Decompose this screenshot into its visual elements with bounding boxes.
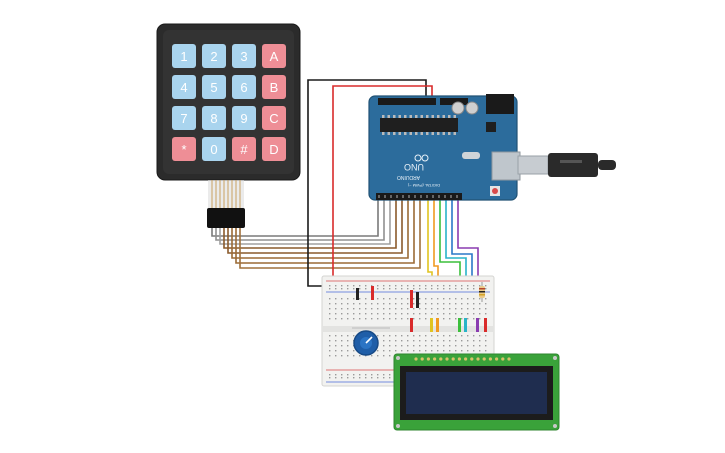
key-label: 7 (180, 111, 187, 126)
keypad[interactable]: 1 2 3 A 4 5 6 B 7 8 9 C * 0 # D (156, 23, 301, 228)
jumper-red-2[interactable] (410, 290, 413, 308)
key-label: C (269, 111, 278, 126)
key-4[interactable]: 4 (172, 75, 196, 99)
key-label: 5 (210, 80, 217, 95)
regulator (486, 122, 496, 132)
wire-keypad-5[interactable] (227, 200, 403, 254)
keypad-connector[interactable] (207, 208, 245, 228)
jumper-green-2[interactable] (458, 318, 461, 332)
key-label: 4 (180, 80, 187, 95)
key-label: 6 (240, 80, 247, 95)
wire-keypad-8[interactable] (239, 200, 421, 269)
lcd-mount-hole-tl (396, 356, 400, 360)
jumper-black-1[interactable] (356, 288, 359, 300)
lcd-mount-hole-br (553, 424, 557, 428)
jumper-black-2[interactable] (416, 292, 419, 308)
key-label: 9 (240, 111, 247, 126)
key-5[interactable]: 5 (202, 75, 226, 99)
arduino-uno[interactable]: UNO ARDUINO DIGITAL (PWM ~) (368, 94, 521, 201)
arduino-model: UNO (404, 162, 424, 172)
usb-port[interactable] (491, 151, 521, 181)
crystal (462, 152, 480, 159)
jumper-yellow-2[interactable] (430, 318, 433, 332)
jumper-red-1[interactable] (371, 286, 374, 300)
power-jack[interactable] (486, 94, 514, 114)
key-c[interactable]: C (262, 106, 286, 130)
lcd-mount-hole-tr (553, 356, 557, 360)
key-label: 0 (210, 142, 217, 157)
lcd-16x2[interactable] (393, 353, 560, 431)
jumper-cyan-2[interactable] (464, 318, 467, 332)
header-aref[interactable] (440, 98, 468, 105)
arduino-infinity-icon (414, 154, 422, 162)
usb-cable[interactable] (517, 153, 616, 177)
key-label: * (181, 142, 186, 157)
header-digital-top[interactable] (378, 98, 436, 105)
key-star[interactable]: * (172, 137, 196, 161)
key-label: 3 (240, 49, 247, 64)
key-label: 2 (210, 49, 217, 64)
wire-lcd-purple[interactable] (457, 200, 479, 300)
wire-keypad-1[interactable] (211, 200, 379, 237)
key-hash[interactable]: # (232, 137, 256, 161)
key-label: A (270, 49, 279, 64)
key-label: 1 (180, 49, 187, 64)
wire-keypad-6[interactable] (231, 200, 409, 259)
keypad-ribbon (207, 180, 245, 228)
resistor[interactable] (479, 282, 485, 302)
key-label: B (270, 80, 279, 95)
key-6[interactable]: 6 (232, 75, 256, 99)
capacitor-2 (465, 101, 479, 115)
key-8[interactable]: 8 (202, 106, 226, 130)
key-7[interactable]: 7 (172, 106, 196, 130)
jumper-red-4[interactable] (484, 318, 487, 332)
key-d[interactable]: D (262, 137, 286, 161)
key-label: 8 (210, 111, 217, 126)
jumper-red-3[interactable] (410, 318, 413, 332)
key-9[interactable]: 9 (232, 106, 256, 130)
key-a[interactable]: A (262, 44, 286, 68)
wire-keypad-4[interactable] (223, 200, 397, 249)
jumper-orange-2[interactable] (436, 318, 439, 332)
lcd-screen (406, 372, 547, 414)
keypad-keys: 1 2 3 A 4 5 6 B 7 8 9 C * 0 # D (172, 44, 286, 161)
key-0[interactable]: 0 (202, 137, 226, 161)
header-digital-bottom[interactable] (376, 193, 462, 200)
wire-keypad-3[interactable] (219, 200, 391, 245)
key-b[interactable]: B (262, 75, 286, 99)
wire-5v-red[interactable] (332, 85, 433, 283)
capacitor-1 (451, 101, 465, 115)
key-label: # (240, 142, 248, 157)
atmega-chip (380, 118, 458, 132)
potentiometer[interactable] (352, 327, 390, 356)
lcd-mount-hole-bl (396, 424, 400, 428)
digital-label: DIGITAL (PWM ~) (407, 183, 440, 188)
jumper-purple-2[interactable] (476, 318, 479, 332)
wire-keypad-2[interactable] (215, 200, 385, 241)
key-2[interactable]: 2 (202, 44, 226, 68)
key-3[interactable]: 3 (232, 44, 256, 68)
arduino-logo-text: ARDUINO (397, 174, 420, 180)
key-label: D (269, 142, 278, 157)
key-1[interactable]: 1 (172, 44, 196, 68)
wire-keypad-7[interactable] (235, 200, 415, 264)
